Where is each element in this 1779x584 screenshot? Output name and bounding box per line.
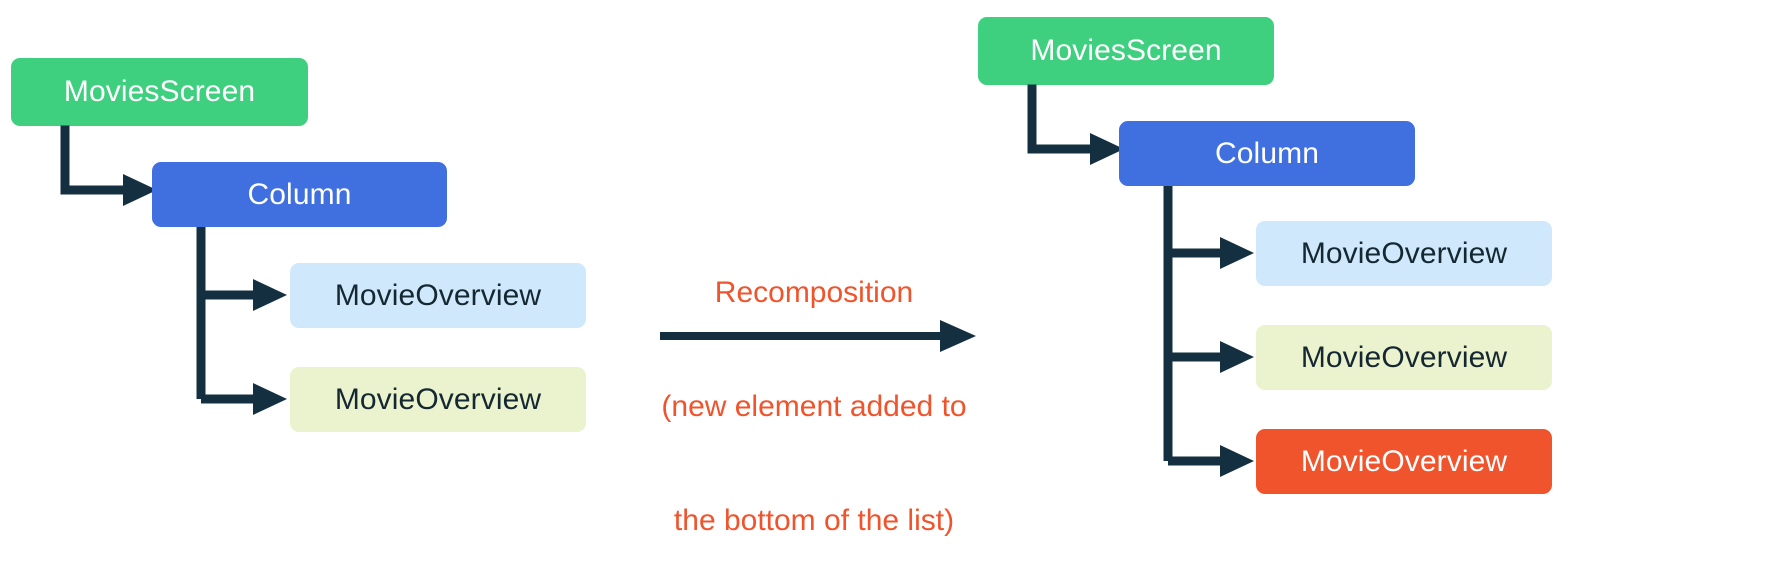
before-node-moviesscreen[interactable]: MoviesScreen <box>11 58 308 126</box>
before-node-movieoverview-2-label: MovieOverview <box>334 382 542 416</box>
after-node-movieoverview-1-label: MovieOverview <box>1300 236 1508 270</box>
after-connector-column-to-children-arrows <box>1163 186 1254 477</box>
before-node-moviesscreen-label: MoviesScreen <box>63 75 256 108</box>
recomposition-caption-line-2: (new element added to <box>661 390 967 423</box>
after-node-column[interactable]: Column <box>1119 121 1415 186</box>
after-connector-column-to-children <box>1163 186 1273 477</box>
before-node-movieoverview-2[interactable]: MovieOverview <box>290 367 586 432</box>
after-node-moviesscreen-label: MoviesScreen <box>1030 34 1222 67</box>
after-node-movieoverview-3-new-label: MovieOverview <box>1300 444 1508 478</box>
before-node-movieoverview-1[interactable]: MovieOverview <box>290 263 586 328</box>
recomposition-caption-line-1: Recomposition <box>714 276 914 309</box>
recomposition-caption-line-3: the bottom of the list) <box>673 504 955 537</box>
after-node-movieoverview-2[interactable]: MovieOverview <box>1256 325 1552 390</box>
after-node-movieoverview-3-new[interactable]: MovieOverview <box>1256 429 1552 494</box>
recomposition-caption: Recomposition (new element added to the … <box>654 198 974 584</box>
before-node-movieoverview-1-label: MovieOverview <box>334 278 542 312</box>
after-node-column-label: Column <box>1215 136 1319 170</box>
before-connector-column-to-children-arrows <box>196 227 287 415</box>
before-connector-root-to-column <box>60 125 160 206</box>
transition-arrow-icon <box>660 320 976 352</box>
after-node-movieoverview-2-label: MovieOverview <box>1300 340 1508 374</box>
after-node-movieoverview-1[interactable]: MovieOverview <box>1256 221 1552 286</box>
before-connector-root-to-column-arrow <box>60 125 157 206</box>
transition-arrow <box>660 318 980 359</box>
after-connector-root-to-column-arrow <box>1027 84 1124 165</box>
after-connector-root-to-column <box>1027 84 1127 165</box>
before-node-column[interactable]: Column <box>152 162 447 227</box>
before-connector-column-to-children <box>196 227 306 417</box>
after-node-moviesscreen[interactable]: MoviesScreen <box>978 17 1274 85</box>
before-node-column-label: Column <box>247 177 352 211</box>
